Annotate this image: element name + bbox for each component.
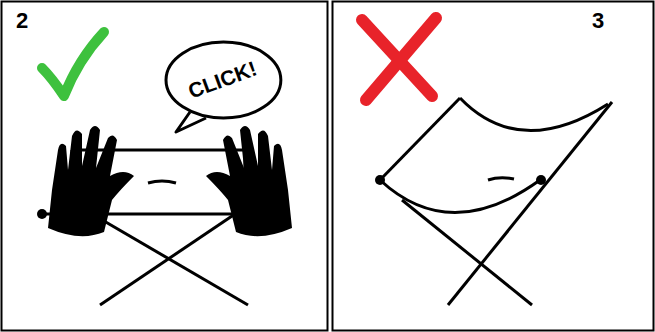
panel-border bbox=[2, 2, 328, 331]
speech-bubble: CLICK! bbox=[164, 40, 283, 120]
hand bbox=[48, 126, 134, 236]
folding-stool bbox=[380, 98, 612, 305]
hand bbox=[206, 126, 292, 236]
step-number: 3 bbox=[592, 10, 604, 32]
hinge-dot bbox=[37, 209, 47, 219]
hinge-dot bbox=[375, 175, 385, 185]
panel-border bbox=[333, 2, 654, 331]
check-mark bbox=[42, 32, 104, 96]
step-number: 2 bbox=[16, 10, 28, 32]
hinge-dot bbox=[536, 175, 546, 185]
cross-mark bbox=[362, 18, 436, 100]
